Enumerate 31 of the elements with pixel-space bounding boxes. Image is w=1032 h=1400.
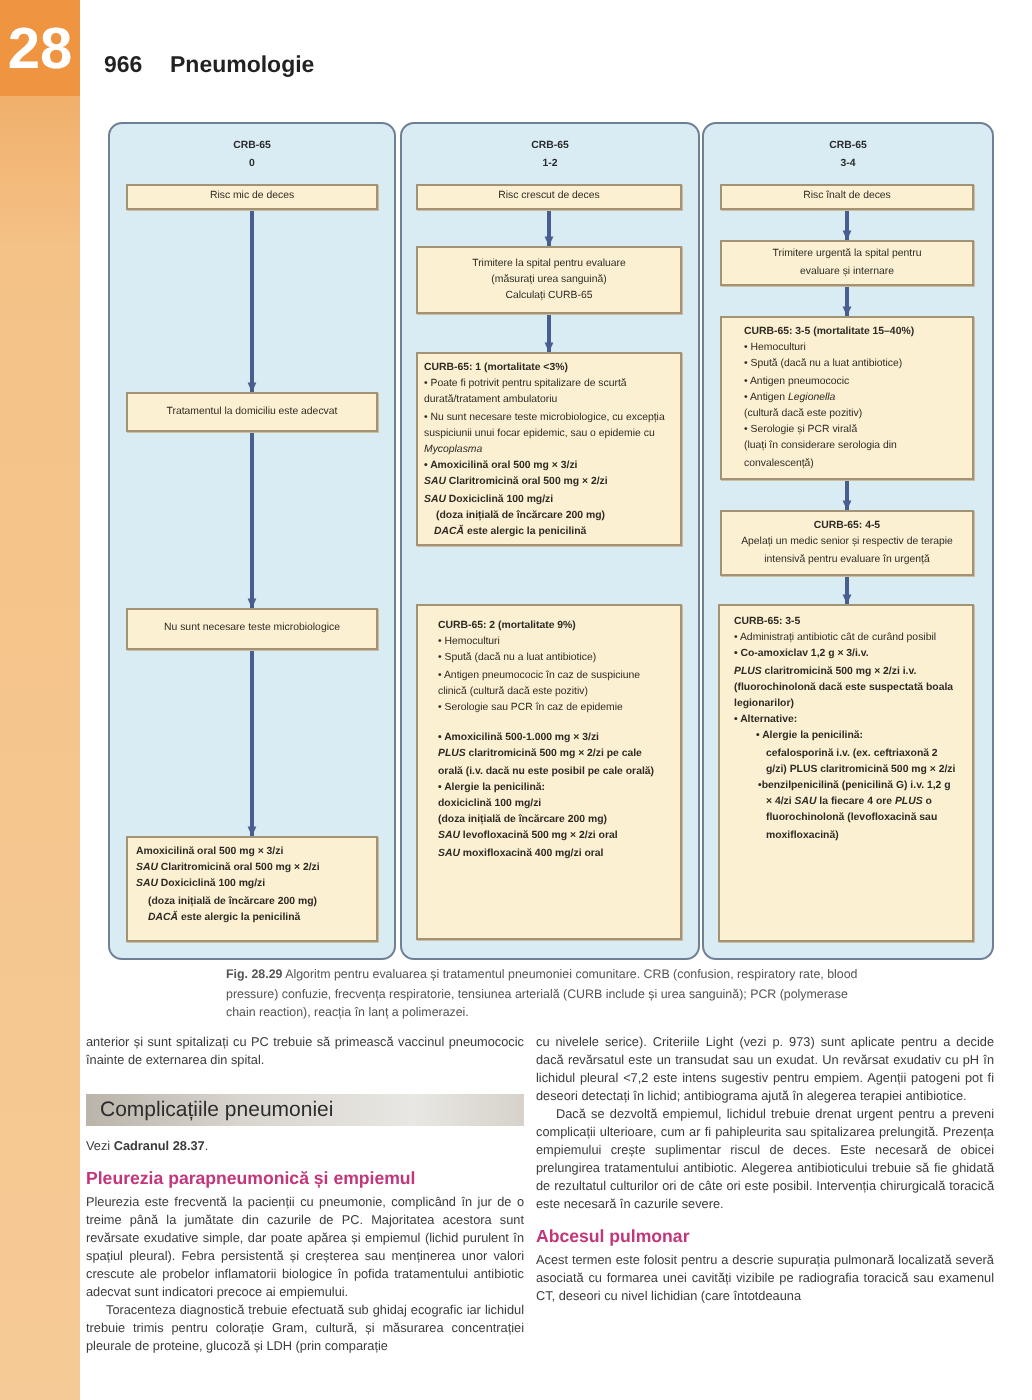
flow-arrow <box>842 576 852 605</box>
process-box <box>416 184 682 210</box>
process-box <box>416 352 682 546</box>
section-heading: Complicațiile pneumoniei <box>86 1094 524 1126</box>
process-box <box>126 608 378 650</box>
process-box <box>416 604 682 940</box>
process-box <box>720 510 974 576</box>
column-panel <box>702 122 994 960</box>
flow-arrow <box>544 314 554 353</box>
subsection-heading: Pleurezia parapneumonică și empiemul <box>86 1166 418 1190</box>
flow-arrow <box>842 210 852 241</box>
flow-arrow <box>544 210 554 247</box>
flow-arrow <box>247 650 257 837</box>
column-panel <box>108 122 396 960</box>
flow-arrow <box>247 432 257 609</box>
process-box <box>126 836 378 942</box>
process-box <box>126 184 378 210</box>
page-number: 966 <box>104 52 143 80</box>
subsection-heading: Abcesul pulmonar <box>536 1224 692 1248</box>
process-box <box>720 316 974 480</box>
flow-arrow <box>842 480 852 511</box>
process-box <box>126 392 378 432</box>
chapter-tab: 28 <box>0 0 80 96</box>
running-head: Pneumologie <box>170 52 315 80</box>
process-box <box>720 240 974 286</box>
process-box <box>416 246 682 314</box>
process-box <box>718 604 974 942</box>
flow-arrow <box>247 210 257 393</box>
process-box <box>720 184 974 210</box>
column-panel <box>400 122 700 960</box>
flow-arrow <box>842 286 852 317</box>
